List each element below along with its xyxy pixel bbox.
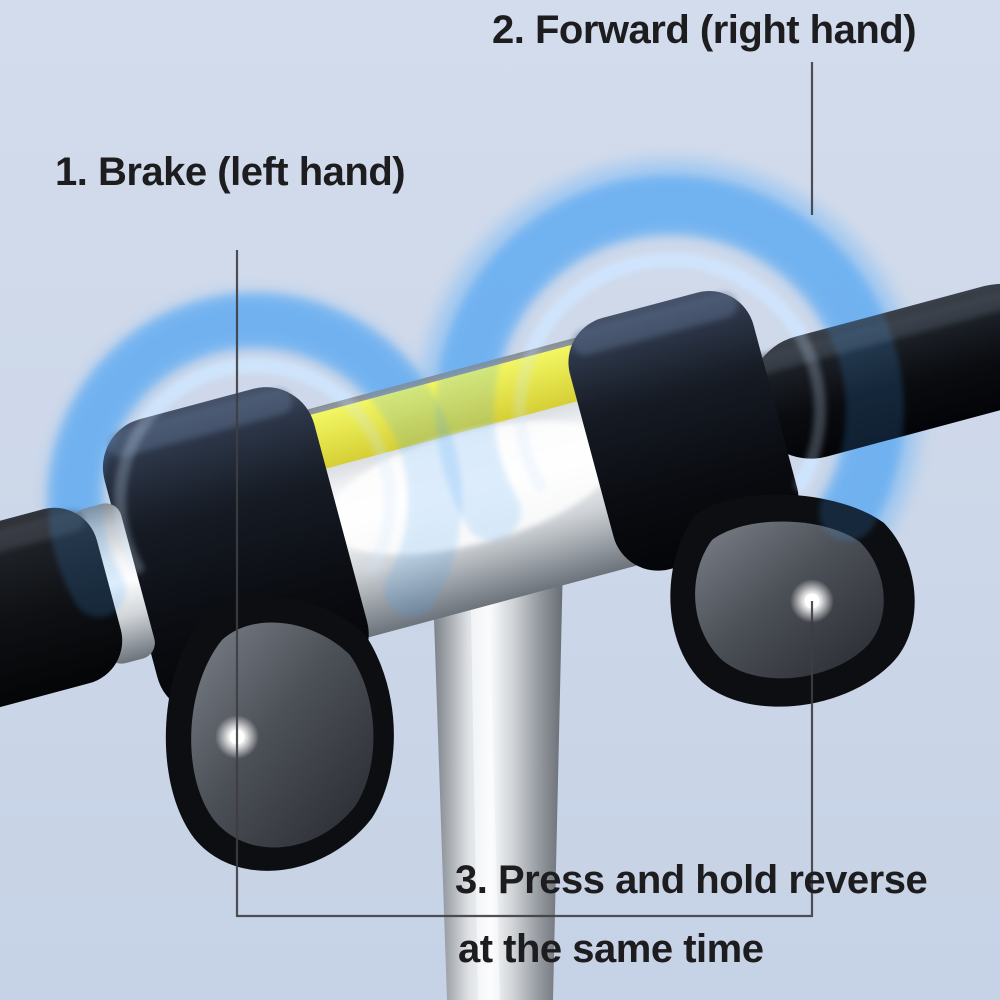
right-glow-arc-front-bright (514, 254, 826, 491)
callout-lines (235, 62, 814, 918)
throttle-thumb-paddle-face (695, 521, 884, 679)
annotation-step3-reverse-line1: 3. Press and hold reverse (455, 858, 928, 902)
steering-stem (432, 560, 563, 1000)
left-hand-grip-highlight (0, 509, 85, 574)
left-lever-clamp-highlight (107, 388, 293, 457)
right-lever-clamp-highlight (572, 291, 738, 356)
handlebar-right-tube-highlight (749, 281, 1000, 376)
steering-stem-highlight (470, 560, 500, 1000)
annotation-step1-brake: 1. Brake (left hand) (55, 150, 406, 194)
left-glow-arc-front (48, 293, 462, 617)
annotation-step2-forward: 2. Forward (right hand) (492, 8, 917, 52)
callout-line-step1-and-bracket (235, 250, 814, 918)
annotation-step3-reverse-line2: at the same time (458, 927, 764, 971)
right-glow-arc-front (436, 176, 904, 541)
handlebar-right-tube (749, 283, 1000, 459)
glow-arcs-front (48, 176, 904, 617)
left-glow-arc-front-bright (114, 359, 396, 574)
